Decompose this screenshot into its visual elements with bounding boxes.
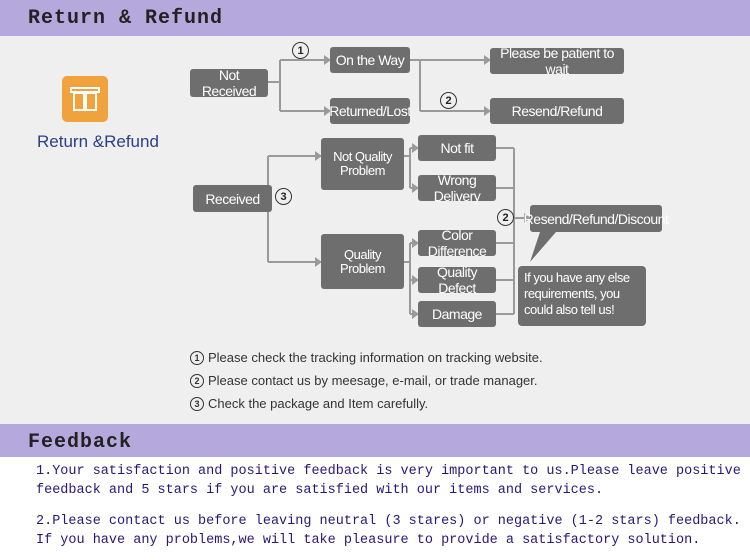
note-text: Check the package and Item carefully.: [208, 396, 429, 411]
feedback-line: feedback and 5 stars if you are satisfie…: [36, 483, 604, 498]
note-number: 3: [190, 396, 204, 411]
note-item: 3 Check the package and Item carefully.: [190, 392, 543, 415]
node-not-received: Not Received: [190, 67, 268, 99]
return-refund-title: Return & Refund: [28, 7, 224, 30]
step-2-marker-received: 2: [497, 209, 514, 226]
node-not-quality-problem: Not Quality Problem: [321, 138, 404, 190]
node-returned-lost: Returned/Lost: [329, 98, 411, 124]
gift-icon: [62, 76, 108, 122]
notes-list: 1 Please check the tracking information …: [190, 346, 543, 415]
note-text: Please check the tracking information on…: [208, 350, 543, 365]
node-quality-defect: Quality Defect: [418, 264, 496, 296]
node-quality-problem: Quality Problem: [321, 234, 404, 289]
node-resend-refund: Resend/Refund: [490, 98, 624, 124]
return-refund-banner: Return & Refund: [0, 0, 750, 36]
node-resend-refund-discount: Resend/Refund/Discount: [524, 205, 669, 232]
feedback-line: 1.Your satisfaction and positive feedbac…: [36, 464, 741, 479]
note-number: 2: [190, 373, 204, 388]
feedback-paragraph-2: 2.Please contact us before leaving neutr…: [36, 512, 741, 550]
node-not-fit: Not fit: [418, 135, 496, 161]
speech-bubble: If you have any else requirements, you c…: [518, 266, 646, 326]
node-wrong-delivery: Wrong Delivery: [418, 172, 496, 204]
step-2-marker: 2: [440, 92, 457, 109]
node-on-the-way: On the Way: [330, 47, 410, 73]
note-text: Please contact us by meesage, e-mail, or…: [208, 373, 538, 388]
brand-label: Return &Refund: [37, 132, 159, 151]
note-number: 1: [190, 350, 204, 365]
feedback-line: 2.Please contact us before leaving neutr…: [36, 514, 741, 529]
feedback-line: If you have any problems,we will take pl…: [36, 533, 701, 548]
feedback-title: Feedback: [28, 431, 133, 454]
node-received: Received: [193, 185, 272, 212]
feedback-banner: Feedback: [0, 424, 750, 457]
node-damage: Damage: [418, 301, 496, 327]
node-color-difference: Color Difference: [418, 227, 496, 259]
note-item: 2 Please contact us by meesage, e-mail, …: [190, 369, 543, 392]
feedback-paragraph-1: 1.Your satisfaction and positive feedbac…: [36, 462, 741, 500]
step-3-marker: 3: [275, 188, 292, 205]
step-1-marker: 1: [292, 42, 309, 59]
node-please-wait: Please be patient to wait: [490, 45, 624, 77]
note-item: 1 Please check the tracking information …: [190, 346, 543, 369]
